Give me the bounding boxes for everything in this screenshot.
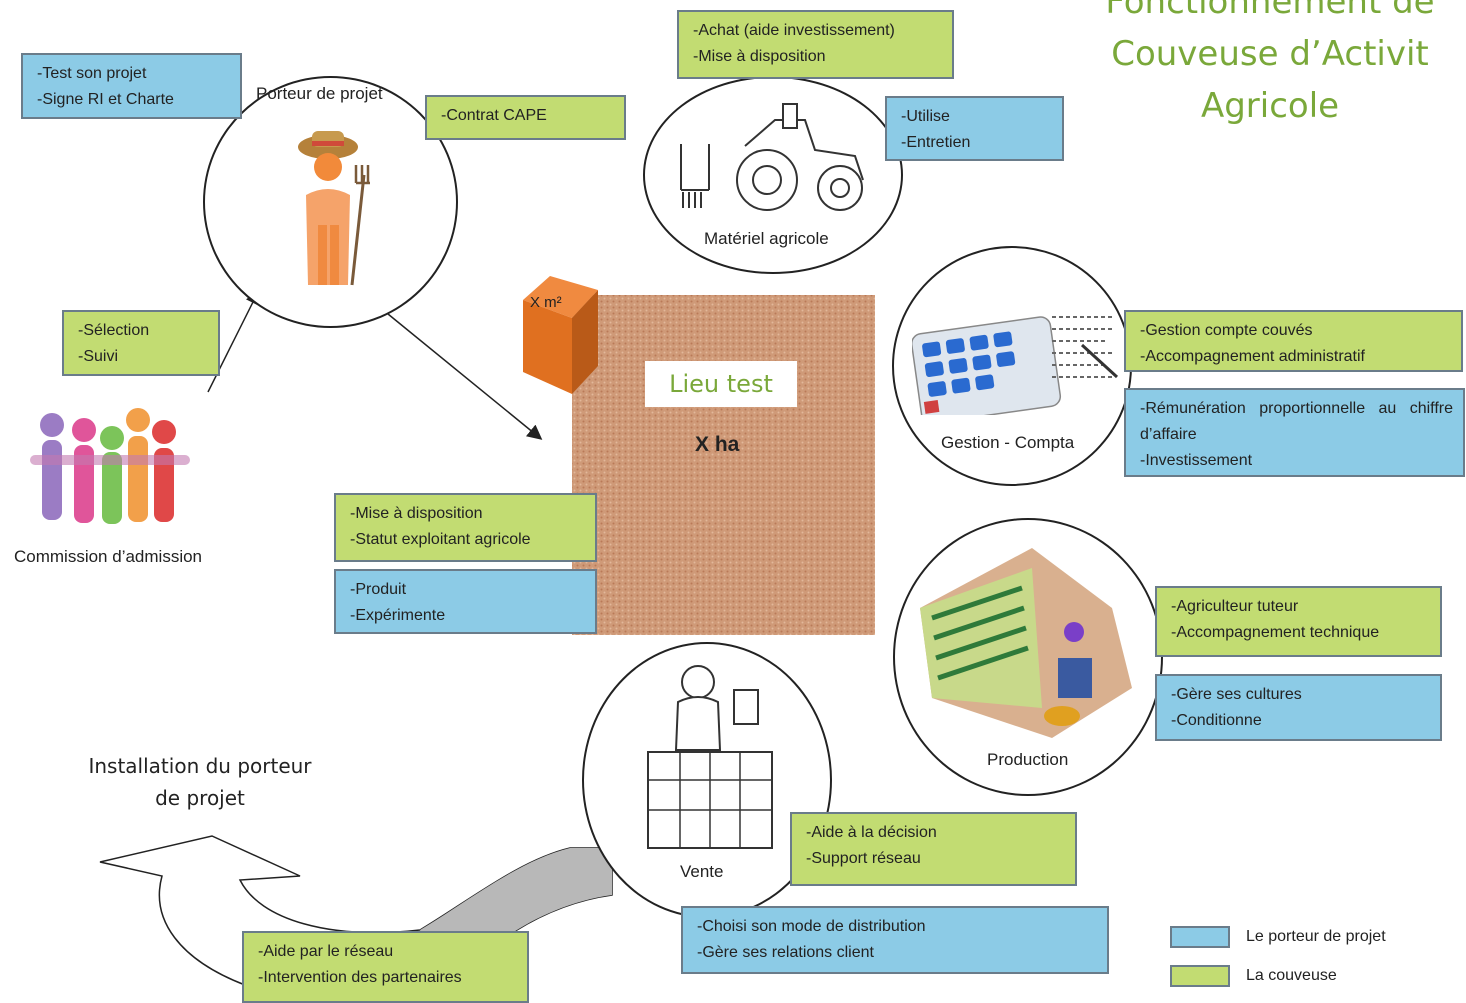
diagram-title: Fonctionnement de Couveuse d’Activit Agr… [1080,0,1460,132]
box-line: -Accompagnement administratif [1140,348,1365,365]
box-line: -Aide à la décision [806,824,937,841]
legend-green-swatch [1170,965,1230,987]
contrat-green-box: -Contrat CAPE [425,95,626,140]
vente-green-box: -Aide à la décision -Support réseau [790,812,1077,886]
box-line: -Statut exploitant agricole [350,531,531,548]
arrow-porteur-to-lieu [387,313,543,440]
title-line3: Agricole [1200,86,1340,126]
lieu-blue-box: -Produit -Expérimente [334,569,597,634]
box-line: -Rémunération proportionnelle au chiffre… [1140,400,1453,443]
box-line: -Conditionne [1171,712,1262,729]
lieu-test-field [572,295,875,635]
building-icon [523,276,598,394]
tractor-icon [680,103,864,211]
box-line: -Investissement [1140,452,1253,469]
installation-label: Installation du porteur de projet [60,750,340,814]
box-line: -Agriculteur tuteur [1171,598,1299,615]
box-line: -Gère ses relations client [697,944,874,961]
production-green-box: -Agriculteur tuteur -Accompagnement tech… [1155,586,1442,657]
gestion-label: Gestion - Compta [941,433,1075,452]
legend-blue-label: Le porteur de projet [1246,928,1386,945]
installation-label-line1: Installation du porteur [88,754,312,778]
size-label: X ha [695,433,740,456]
title-line1: Fonctionnement de [1105,0,1435,22]
title-line2: Couveuse d’Activit [1111,34,1429,74]
porteur-label: Porteur de projet [256,84,383,103]
materiel-label: Matériel agricole [704,229,829,248]
legend: Le porteur de projet La couveuse [1168,922,1438,992]
box-line: -Test son projet [37,65,147,82]
market-stall-icon [647,665,773,849]
vente-label: Vente [680,862,724,881]
vente-blue-box: -Choisi son mode de distribution -Gère s… [681,906,1109,974]
box-line: -Expérimente [350,607,446,624]
box-line: -Produit [350,581,407,598]
box-line: -Sélection [78,322,150,339]
materiel-green-box: -Achat (aide investissement) -Mise à dis… [677,10,954,79]
box-line: -Gère ses cultures [1171,686,1302,703]
box-line: -Support réseau [806,850,921,867]
box-line: -Mise à disposition [693,48,826,65]
box-line: -Intervention des partenaires [258,969,462,986]
box-line: -Choisi son mode de distribution [697,918,926,935]
box-line: -Signe RI et Charte [37,91,174,108]
box-line: -Aide par le réseau [258,943,394,960]
box-line: -Contrat CAPE [441,107,547,124]
people-icon [30,408,190,524]
lieu-test-label: Lieu test [645,361,797,407]
box-line: -Mise à disposition [350,505,483,522]
installation-green-box: -Aide par le réseau -Intervention des pa… [242,931,529,1003]
legend-green-label: La couveuse [1246,967,1337,984]
legend-blue-swatch [1170,926,1230,948]
gestion-green-box: -Gestion compte couvés -Accompagnement a… [1124,310,1463,372]
area-label: X m² [530,294,562,311]
selection-green-box: -Sélection -Suivi [62,310,220,376]
production-label: Production [987,750,1069,769]
farmer-icon [298,131,370,286]
box-line: -Entretien [901,134,971,151]
box-line: -Suivi [78,348,119,365]
gestion-blue-box: -Rémunération proportionnelle au chiffre… [1124,388,1465,477]
box-line: -Accompagnement technique [1171,624,1380,641]
materiel-blue-box: -Utilise -Entretien [885,96,1064,161]
field-crops-icon [920,548,1132,738]
installation-label-line2: de projet [155,786,245,810]
box-line: -Achat (aide investissement) [693,22,895,39]
porteur-blue-box: -Test son projet -Signe RI et Charte [21,53,242,119]
production-blue-box: -Gère ses cultures -Conditionne [1155,674,1442,741]
calculator-icon [912,316,1119,415]
lieu-green-box: -Mise à disposition -Statut exploitant a… [334,493,597,562]
box-line: -Gestion compte couvés [1140,322,1313,339]
commission-label: Commission d’admission [14,547,203,566]
box-line: -Utilise [901,108,950,125]
